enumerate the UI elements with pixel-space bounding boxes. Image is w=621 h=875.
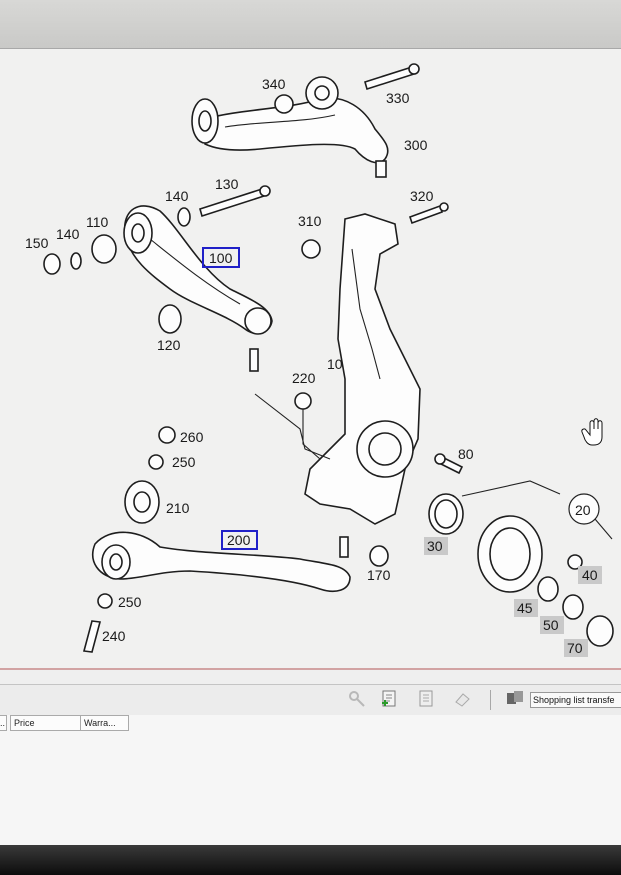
nut-260[interactable]	[158, 426, 176, 444]
label-140-upper[interactable]: 140	[165, 188, 189, 204]
callout-20-circle	[568, 493, 600, 525]
label-40[interactable]: 40	[582, 567, 598, 583]
window-top-bar	[0, 0, 621, 49]
label-150[interactable]: 150	[25, 235, 49, 251]
bolt-130[interactable]	[199, 185, 271, 218]
label-220[interactable]: 220	[292, 370, 316, 386]
front-axle-exploded-view: 340 330 300 320 310 130 140 140 150 110 …	[25, 63, 614, 657]
column-header-warranty[interactable]: Warra...	[80, 715, 129, 731]
document-list-icon[interactable]	[417, 690, 435, 708]
label-240[interactable]: 240	[102, 628, 126, 644]
nut-50[interactable]	[562, 594, 584, 620]
label-70[interactable]: 70	[567, 640, 583, 656]
label-330[interactable]: 330	[386, 90, 410, 106]
washer-45[interactable]	[537, 576, 559, 602]
washer-250-lower[interactable]	[97, 593, 113, 609]
label-140-lower[interactable]: 140	[56, 226, 80, 242]
toolbar: Shopping list transfe	[0, 684, 621, 716]
document-add-icon[interactable]	[380, 690, 398, 708]
bolt-320[interactable]	[408, 202, 449, 225]
cap-70[interactable]	[586, 615, 614, 647]
highlight-box-200	[221, 530, 258, 550]
label-200[interactable]: 200	[227, 532, 251, 548]
wheel-hub-20[interactable]	[477, 515, 543, 593]
parts-table: .. Price Warra...	[0, 715, 621, 845]
toolbar-separator	[490, 690, 491, 710]
shopping-list-transfer-icon[interactable]	[506, 690, 524, 708]
highlight-box-100	[202, 247, 240, 268]
label-30[interactable]: 30	[427, 538, 443, 554]
washer-140-lower[interactable]	[70, 252, 82, 270]
spacer	[0, 670, 621, 684]
nut-310[interactable]	[301, 239, 321, 259]
label-170[interactable]: 170	[367, 567, 391, 583]
label-260[interactable]: 260	[180, 429, 204, 445]
bushing-120[interactable]	[158, 304, 182, 334]
nut-220[interactable]	[294, 392, 312, 410]
bushing-110[interactable]	[91, 234, 117, 264]
monitor-bezel	[0, 845, 621, 875]
nut-170[interactable]	[369, 545, 389, 567]
label-340[interactable]: 340	[262, 76, 286, 92]
bolt-330[interactable]	[364, 63, 420, 91]
control-arm-200[interactable]	[92, 531, 351, 593]
label-210[interactable]: 210	[166, 500, 190, 516]
hand-cursor-icon	[581, 418, 603, 446]
key-search-icon[interactable]	[348, 690, 366, 708]
label-310[interactable]: 310	[298, 213, 322, 229]
label-250-upper[interactable]: 250	[172, 454, 196, 470]
label-45[interactable]: 45	[517, 600, 533, 616]
column-header-price[interactable]: Price	[10, 715, 81, 731]
label-130[interactable]: 130	[215, 176, 239, 192]
parts-diagram: 340 330 300 320 310 130 140 140 150 110 …	[0, 49, 621, 669]
label-20[interactable]: 20	[575, 502, 591, 518]
bolt-40[interactable]	[567, 554, 583, 570]
washer-140-upper[interactable]	[177, 207, 191, 227]
shopping-list-transfer-button[interactable]: Shopping list transfe	[530, 692, 621, 708]
label-10[interactable]: 10	[327, 356, 343, 372]
nut-150[interactable]	[43, 253, 61, 275]
label-120[interactable]: 120	[157, 337, 181, 353]
label-300[interactable]: 300	[404, 137, 428, 153]
eraser-icon[interactable]	[453, 690, 471, 708]
label-320[interactable]: 320	[410, 188, 434, 204]
steering-knuckle-10[interactable]	[304, 213, 421, 525]
control-arm-100[interactable]	[123, 205, 273, 372]
column-header-truncated[interactable]: ..	[0, 715, 7, 731]
upper-control-arm-300[interactable]	[191, 76, 389, 178]
nut-340[interactable]	[274, 94, 294, 114]
bolt-80[interactable]	[434, 453, 464, 475]
label-250-lower[interactable]: 250	[118, 594, 142, 610]
label-100[interactable]: 100	[209, 250, 233, 266]
diagram-divider	[0, 668, 621, 670]
label-80[interactable]: 80	[458, 446, 474, 462]
bolt-240[interactable]	[82, 620, 102, 653]
label-50[interactable]: 50	[543, 617, 559, 633]
label-110[interactable]: 110	[86, 214, 109, 230]
washer-250-upper[interactable]	[148, 454, 164, 470]
